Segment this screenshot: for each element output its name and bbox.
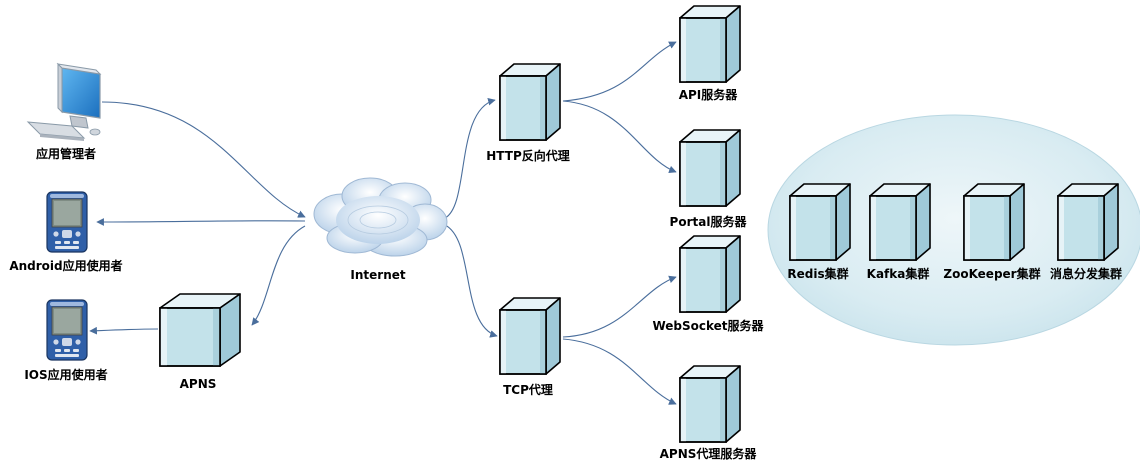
edge-internet-http xyxy=(444,97,496,219)
kafka-server-icon xyxy=(869,183,931,261)
edge-apns-ios xyxy=(89,326,159,335)
apns-proxy-server-icon xyxy=(679,365,741,443)
websocket-server-icon xyxy=(679,235,741,313)
edge-tcp-apnsproxy xyxy=(562,338,677,405)
edge-admin-internet xyxy=(101,101,306,218)
cluster-ellipse xyxy=(767,114,1140,346)
tcp-proxy-label: TCP代理 xyxy=(503,382,553,397)
zookeeper-cluster-label: ZooKeeper集群 xyxy=(943,266,1040,281)
internet-label: Internet xyxy=(350,268,405,282)
android-device-icon xyxy=(46,191,88,253)
edge-http-portal xyxy=(562,100,677,174)
zookeeper-server-icon xyxy=(963,183,1025,261)
edge-tcp-websocket xyxy=(562,275,677,338)
apns-proxy-server-label: APNS代理服务器 xyxy=(660,446,758,461)
http-proxy-label: HTTP反向代理 xyxy=(486,148,570,163)
tcp-proxy-server-icon xyxy=(499,297,561,375)
websocket-server-label: WebSocket服务器 xyxy=(652,318,764,333)
edge-internet-android xyxy=(96,218,306,226)
api-server-icon xyxy=(679,5,741,83)
apns-server-icon xyxy=(159,293,241,367)
message-dispatch-server-icon xyxy=(1057,183,1119,261)
message-dispatch-cluster-label: 消息分发集群 xyxy=(1050,266,1122,281)
edge-internet-tcp xyxy=(444,224,498,338)
portal-server-icon xyxy=(679,129,741,207)
connections xyxy=(89,41,677,405)
redis-cluster-label: Redis集群 xyxy=(787,266,848,281)
ios-user-label: IOS应用使用者 xyxy=(24,367,107,382)
kafka-cluster-label: Kafka集群 xyxy=(867,266,930,281)
portal-server-label: Portal服务器 xyxy=(670,214,748,229)
api-server-label: API服务器 xyxy=(679,87,739,102)
edge-http-api xyxy=(562,41,677,102)
cloud-icon xyxy=(313,177,448,257)
android-user-label: Android应用使用者 xyxy=(9,258,122,273)
admin-label: 应用管理者 xyxy=(36,146,96,161)
apns-label: APNS xyxy=(180,377,217,391)
redis-server-icon xyxy=(789,183,851,261)
ios-device-icon xyxy=(46,299,88,361)
computer-icon xyxy=(26,62,102,141)
edge-internet-apns xyxy=(251,225,306,326)
http-proxy-server-icon xyxy=(499,63,561,141)
